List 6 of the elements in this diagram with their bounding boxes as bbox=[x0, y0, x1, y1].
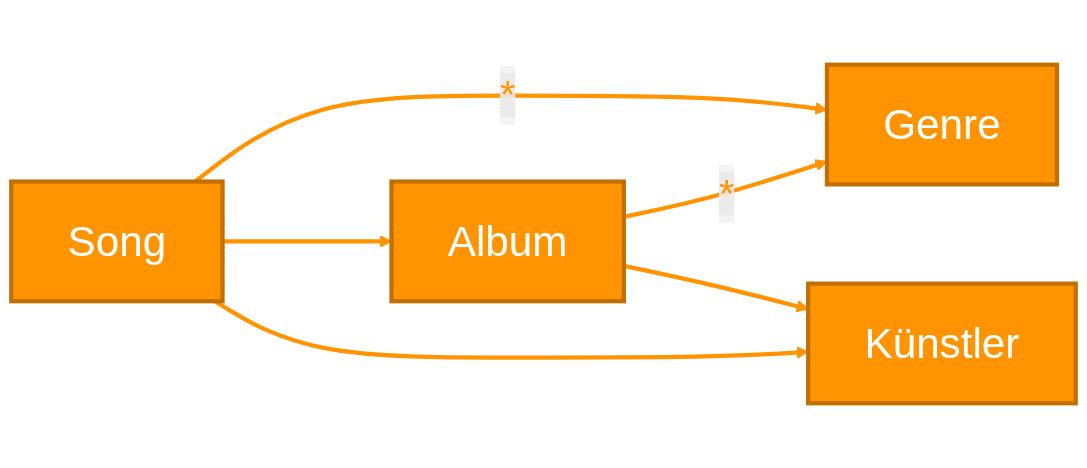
node-box: Album bbox=[389, 179, 626, 304]
node-box: Genre bbox=[824, 62, 1060, 187]
node-box: Song bbox=[9, 179, 225, 304]
edge-label: * bbox=[718, 171, 735, 216]
edge-label: * bbox=[500, 73, 516, 117]
node-box: Künstler bbox=[806, 281, 1078, 406]
